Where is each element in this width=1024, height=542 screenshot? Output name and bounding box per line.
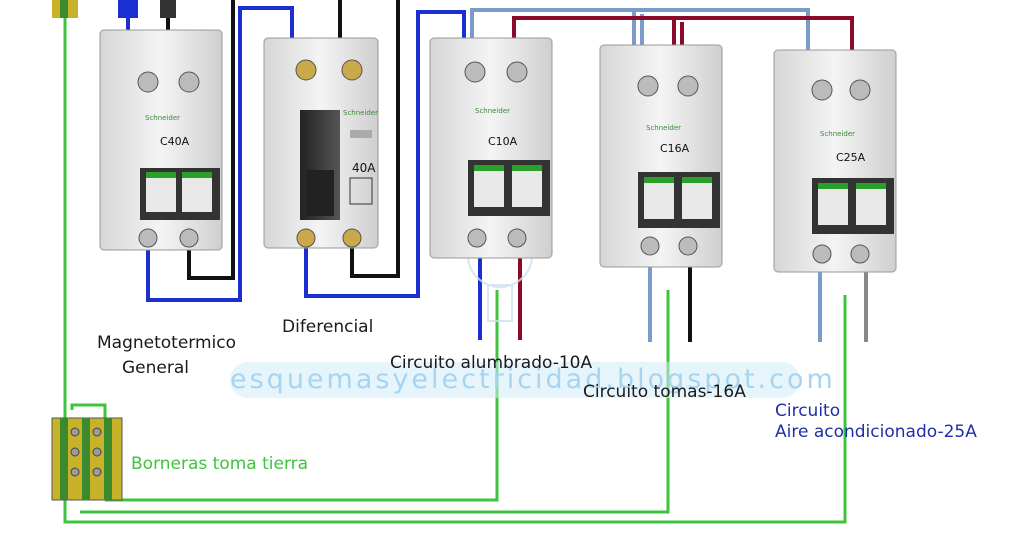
earth-terminal-block	[51, 0, 123, 501]
rating-tomas: C16A	[660, 142, 690, 155]
svg-text:Schneider: Schneider	[646, 124, 681, 132]
breaker-general: Schneider	[99, 29, 223, 251]
breaker-alumbrado: Schneider	[429, 37, 553, 259]
label-diferencial: Diferencial	[282, 317, 374, 337]
svg-text:Schneider: Schneider	[475, 107, 510, 115]
breaker-differential: Schneider	[263, 37, 379, 249]
breaker-aire: Schneider	[773, 49, 897, 273]
rating-differential: 40A	[352, 161, 376, 175]
watermark: esquemasyelectricidad.blogspot.com	[230, 362, 833, 398]
breaker-tomas: Schneider	[599, 44, 723, 268]
svg-text:Schneider: Schneider	[343, 109, 378, 117]
rating-alumbrado: C10A	[488, 135, 518, 148]
svg-text:Schneider: Schneider	[820, 130, 855, 138]
output-wires	[478, 255, 868, 342]
rating-aire: C25A	[836, 151, 866, 164]
label-aire-line1: Circuito	[775, 401, 841, 421]
label-tomas: Circuito tomas-16A	[583, 382, 746, 402]
label-general-line1: Magnetotermico	[97, 333, 237, 353]
label-borneras: Borneras toma tierra	[131, 454, 309, 474]
label-aire-line2: Aire acondicionado-25A	[775, 422, 977, 442]
label-alumbrado: Circuito alumbrado-10A	[390, 353, 593, 373]
svg-text:Schneider: Schneider	[145, 114, 180, 122]
distribution-bus	[470, 8, 854, 60]
differential-to-circuits-wires	[304, 0, 466, 298]
label-general-line2: General	[122, 358, 189, 378]
rating-general: C40A	[160, 135, 190, 148]
